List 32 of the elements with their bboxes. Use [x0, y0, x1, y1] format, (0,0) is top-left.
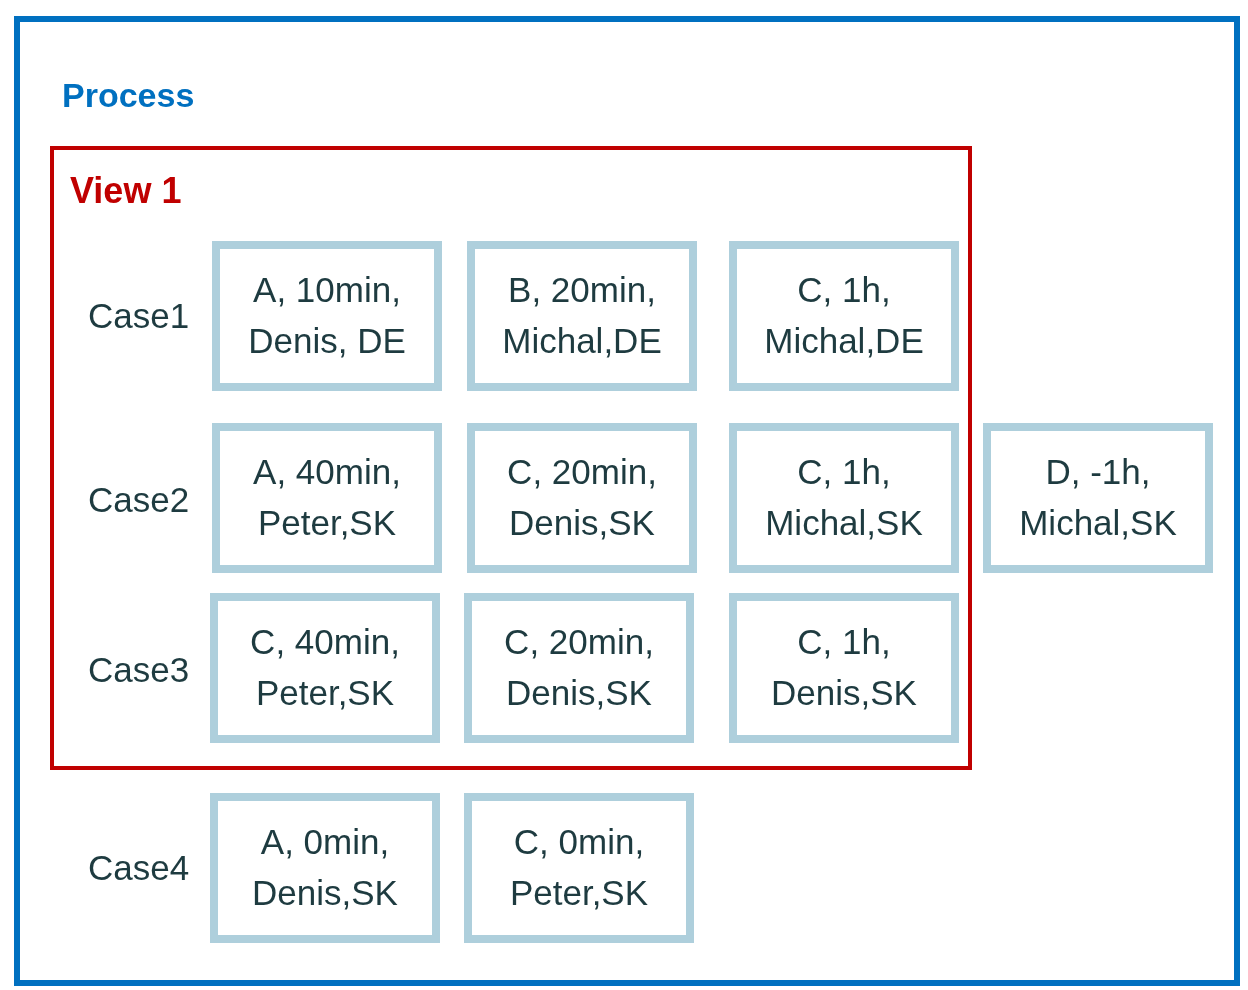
group-title: Process — [62, 76, 195, 115]
activity-box — [212, 423, 442, 573]
case-label: Case3 — [88, 650, 190, 690]
activity-text: C, 0min, Peter,SK — [508, 821, 650, 914]
activity-box — [983, 423, 1213, 573]
activity-text: C, 1h, Michal,DE — [763, 269, 925, 362]
activity-text: C, 20min, Denis,SK — [506, 451, 658, 544]
activity-text: C, 1h, Michal,SK — [764, 451, 924, 544]
group-title: View 1 — [70, 170, 182, 212]
activity-text: D, -1h, Michal,SK — [1018, 451, 1178, 544]
activity-text: C, 40min, Peter,SK — [249, 621, 401, 714]
activity-box — [729, 423, 959, 573]
activity-text: A, 10min, Denis, DE — [247, 269, 407, 362]
activity-box — [467, 241, 697, 391]
case-label: Case2 — [88, 480, 190, 520]
activity-box — [212, 241, 442, 391]
activity-box — [210, 593, 440, 743]
activity-box — [729, 593, 959, 743]
activity-text: C, 20min, Denis,SK — [503, 621, 655, 714]
activity-box — [210, 793, 440, 943]
group-frame — [14, 16, 1240, 986]
activity-box — [464, 793, 694, 943]
activity-text: B, 20min, Michal,DE — [501, 269, 663, 362]
group-frame — [50, 146, 972, 770]
activity-box — [729, 241, 959, 391]
activity-text: C, 1h, Denis,SK — [770, 621, 918, 714]
case-label: Case1 — [88, 296, 190, 336]
activity-text: A, 40min, Peter,SK — [252, 451, 402, 544]
activity-box — [467, 423, 697, 573]
activity-box — [464, 593, 694, 743]
activity-text: A, 0min, Denis,SK — [251, 821, 399, 914]
case-label: Case4 — [88, 848, 190, 888]
